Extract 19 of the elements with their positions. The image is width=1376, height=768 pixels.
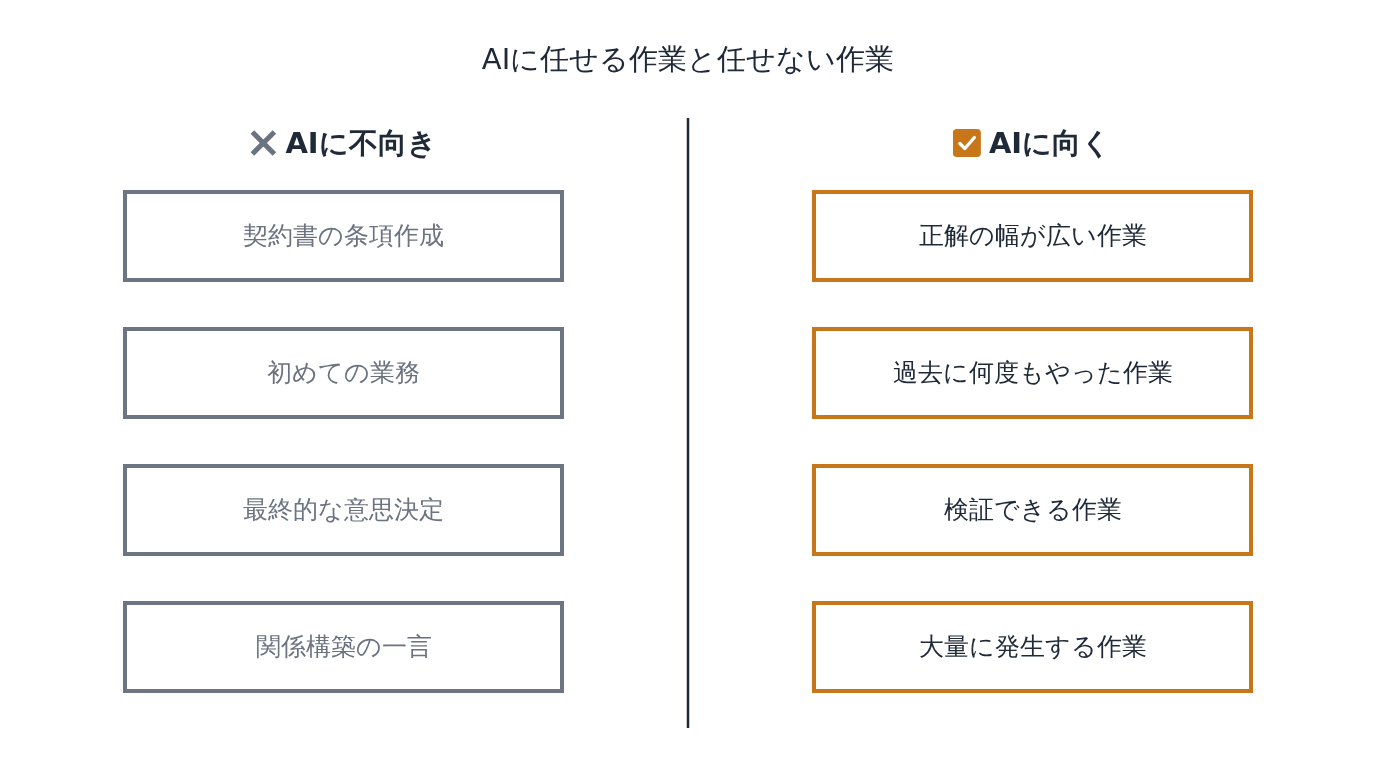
task-label: 最終的な意思決定 bbox=[243, 495, 444, 525]
task-label: 正解の幅が広い作業 bbox=[918, 221, 1147, 251]
task-box bbox=[812, 190, 1253, 282]
task-label: 契約書の条項作成 bbox=[243, 221, 444, 251]
diagram-title: AIに任せる作業と任せない作業 bbox=[481, 42, 895, 77]
column-heading: AIに不向き bbox=[285, 126, 437, 161]
task-box bbox=[123, 464, 564, 556]
task-label: 検証できる作業 bbox=[943, 495, 1122, 525]
task-label: 大量に発生する作業 bbox=[918, 632, 1147, 662]
task-box bbox=[812, 464, 1253, 556]
task-box bbox=[123, 327, 564, 419]
task-box bbox=[812, 327, 1253, 419]
task-label: 過去に何度もやった作業 bbox=[892, 358, 1173, 388]
column-heading: AIに向く bbox=[988, 126, 1112, 161]
task-box bbox=[123, 601, 564, 693]
task-label: 関係構築の一言 bbox=[255, 632, 432, 662]
task-box bbox=[123, 190, 564, 282]
task-label: 初めての業務 bbox=[267, 358, 420, 388]
task-box bbox=[812, 601, 1253, 693]
